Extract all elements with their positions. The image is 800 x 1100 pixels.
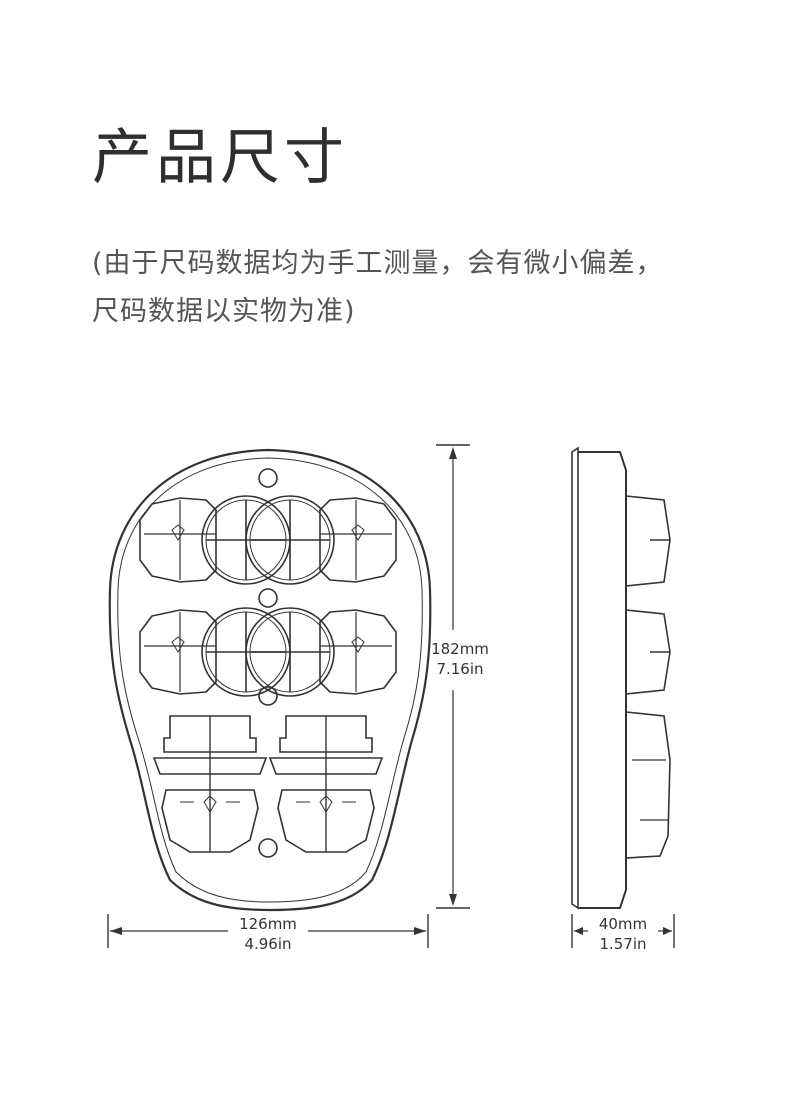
depth-in-label: 1.57in bbox=[599, 935, 646, 953]
height-dimension: 182mm 7.16in bbox=[431, 444, 489, 909]
width-mm-label: 126mm bbox=[239, 915, 297, 933]
tray-hole bbox=[258, 686, 278, 706]
tray-outline bbox=[108, 448, 432, 912]
tray-side-view bbox=[571, 446, 671, 910]
depth-dimension: 40mm 1.57in bbox=[571, 914, 675, 953]
tray-hole bbox=[258, 468, 278, 488]
width-in-label: 4.96in bbox=[244, 935, 291, 953]
note-line-2: 尺码数据以实物为准) bbox=[92, 296, 356, 327]
tray-hole bbox=[258, 838, 278, 858]
width-dimension: 126mm 4.96in bbox=[107, 914, 429, 953]
hat-skull-cavity bbox=[153, 715, 267, 853]
measurement-note: (由于尺码数据均为手工测量，会有微小偏差， 尺码数据以实物为准) bbox=[92, 240, 732, 336]
skull-cavity bbox=[245, 495, 397, 585]
note-line-1: (由于尺码数据均为手工测量，会有微小偏差， bbox=[92, 248, 664, 279]
tray-front-view bbox=[108, 448, 432, 912]
hat-skull-cavity bbox=[269, 715, 383, 853]
height-in-label: 7.16in bbox=[436, 660, 483, 678]
skull-cavity bbox=[245, 607, 397, 697]
depth-mm-label: 40mm bbox=[599, 915, 647, 933]
page-title: 产品尺寸 bbox=[92, 123, 348, 193]
height-mm-label: 182mm bbox=[431, 640, 489, 658]
tray-hole bbox=[258, 588, 278, 608]
